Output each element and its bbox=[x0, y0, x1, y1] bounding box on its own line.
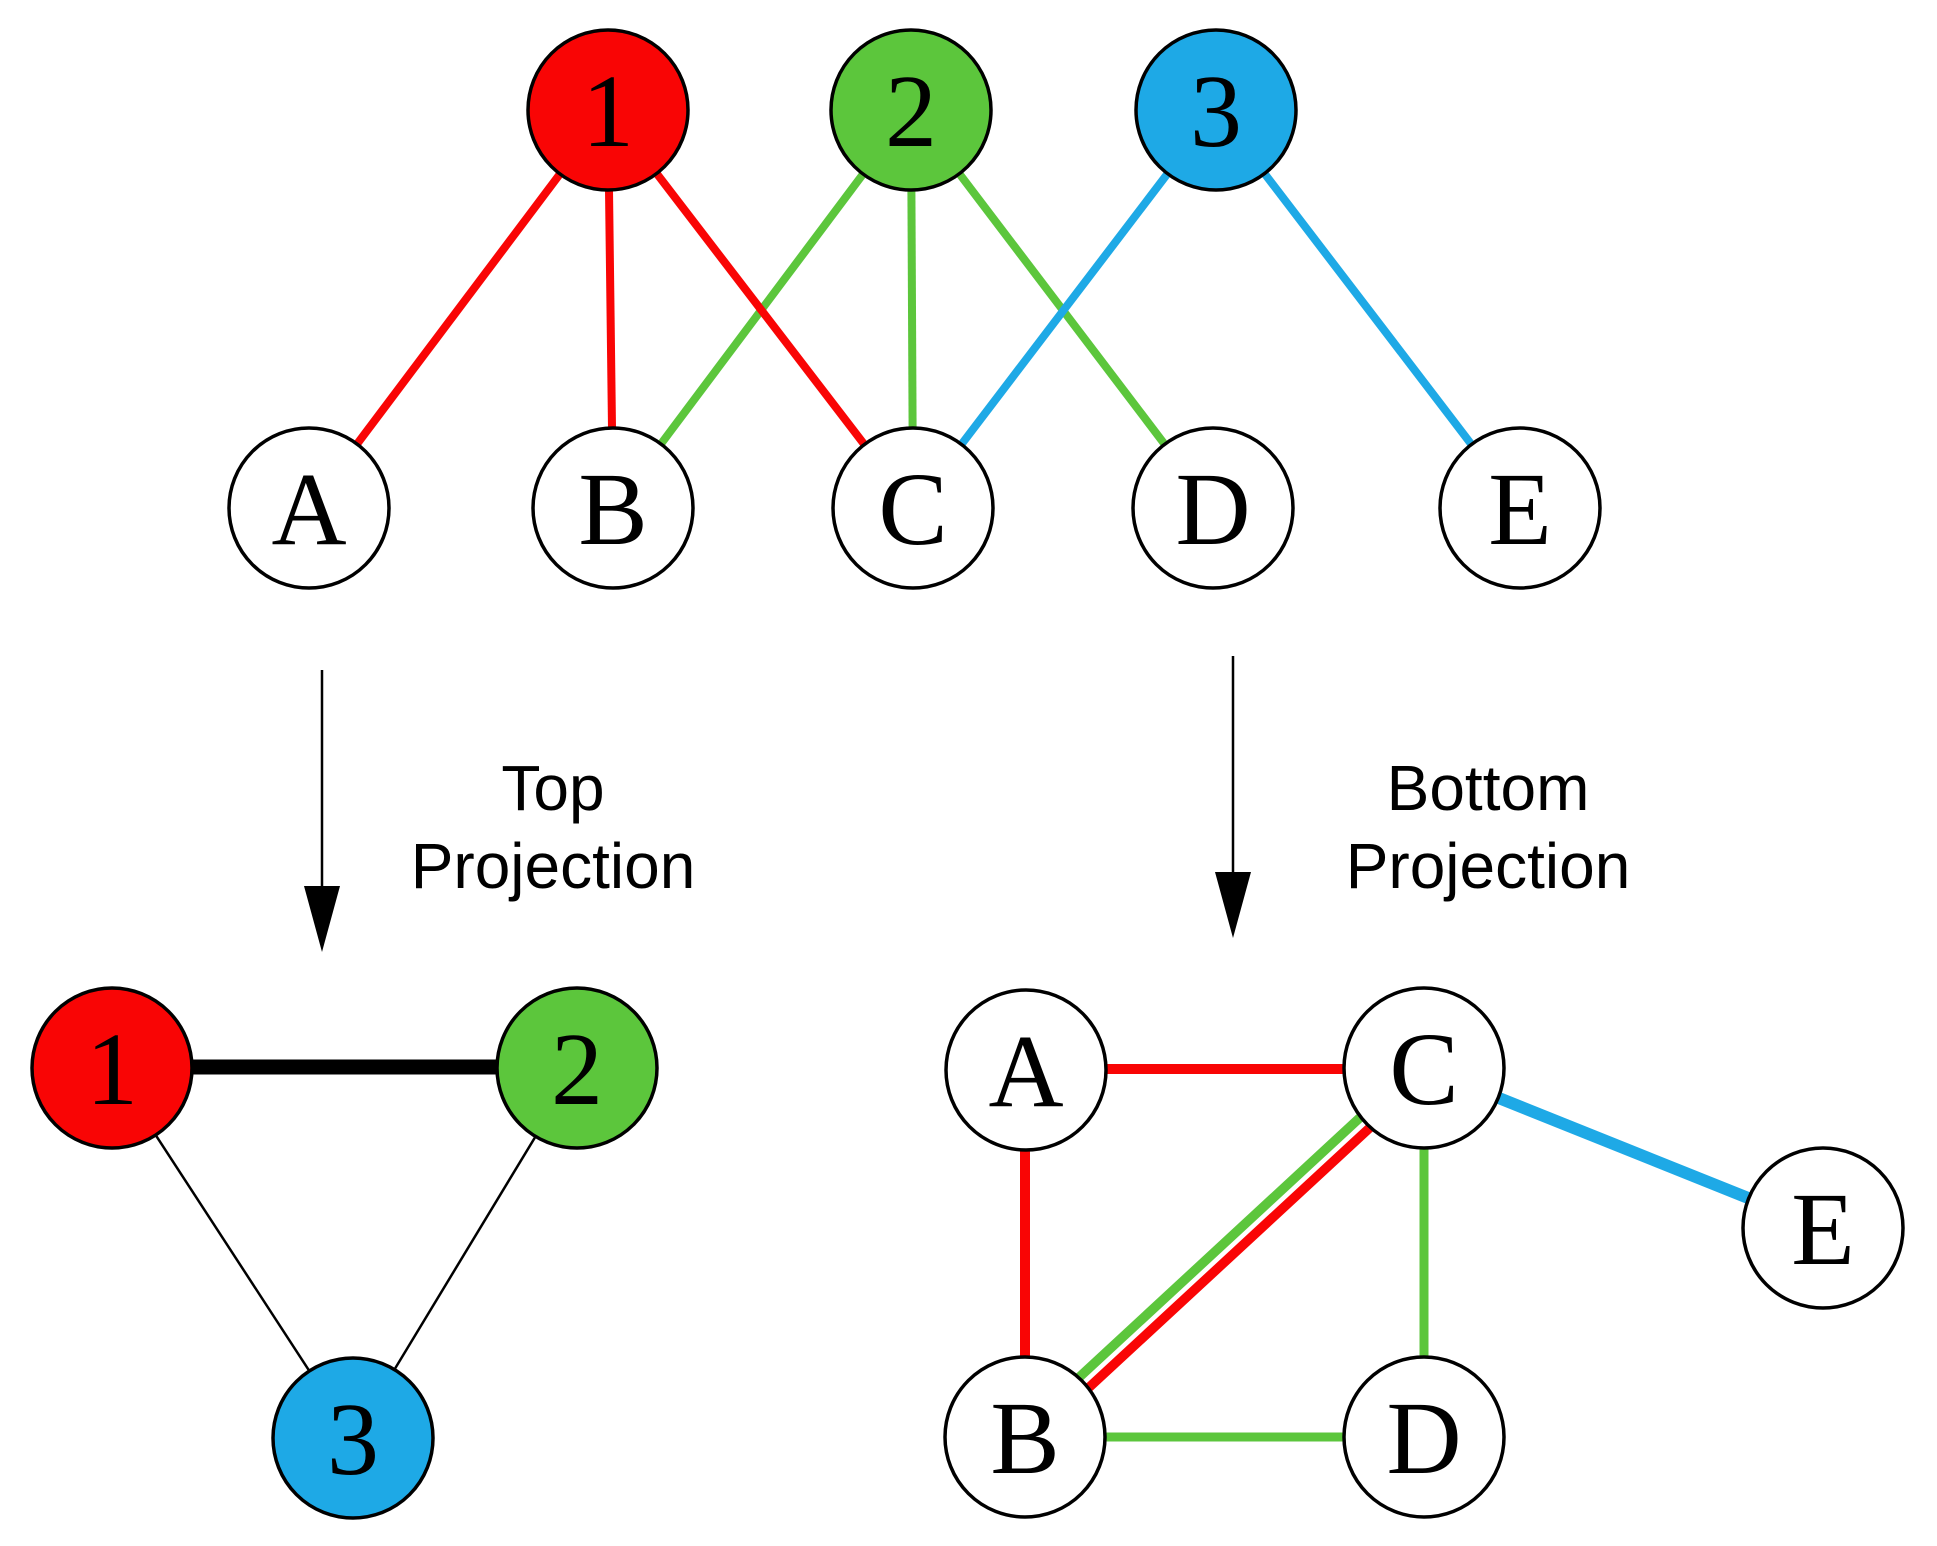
proj-node-B-label: B bbox=[990, 1381, 1059, 1496]
proj-node-1 bbox=[30, 986, 194, 1150]
node-A bbox=[227, 426, 391, 590]
node-E-label: E bbox=[1488, 452, 1552, 567]
arrow-head bbox=[1215, 872, 1251, 938]
proj-node-B bbox=[943, 1355, 1107, 1519]
node-B bbox=[531, 426, 695, 590]
edge-3-C bbox=[909, 107, 1220, 511]
node-D bbox=[1131, 426, 1295, 590]
caption-line-2: Projection bbox=[1346, 830, 1631, 902]
bottom-projection-arrow bbox=[1215, 656, 1251, 938]
proj-node-E bbox=[1741, 1146, 1905, 1310]
node-3 bbox=[1134, 28, 1298, 192]
node-A-label: A bbox=[271, 452, 346, 567]
proj-node-C-label: C bbox=[1389, 1012, 1458, 1127]
edge-B-C-green bbox=[1016, 1059, 1423, 1436]
bottom-projection-graph: A C E B D bbox=[943, 986, 1905, 1519]
proj-node-E-label: E bbox=[1791, 1172, 1855, 1287]
caption-line-1: Bottom bbox=[1387, 752, 1590, 824]
proj-node-2 bbox=[495, 986, 659, 1150]
node-E bbox=[1438, 426, 1602, 590]
arrow-head bbox=[304, 886, 340, 952]
proj-node-2-label: 2 bbox=[551, 1012, 603, 1127]
node-1 bbox=[526, 28, 690, 192]
edge-1-C bbox=[604, 107, 917, 511]
caption-line-2: Projection bbox=[411, 830, 696, 902]
caption-line-1: Top bbox=[501, 752, 604, 824]
edge-3-E bbox=[1212, 107, 1524, 511]
top-projection-arrow bbox=[304, 670, 340, 952]
node-3-label: 3 bbox=[1190, 54, 1242, 169]
proj-node-D bbox=[1342, 1355, 1506, 1519]
node-C bbox=[831, 426, 995, 590]
node-C-label: C bbox=[878, 452, 947, 567]
proj-node-D-label: D bbox=[1386, 1381, 1461, 1496]
bipartite-bottom-nodes: A B C D E bbox=[227, 426, 1602, 590]
edge-B-C-red bbox=[1026, 1069, 1433, 1446]
node-D-label: D bbox=[1175, 452, 1250, 567]
triangle-nodes: 1 2 3 bbox=[30, 986, 659, 1520]
proj-node-A bbox=[944, 988, 1108, 1152]
proj-node-A-label: A bbox=[988, 1014, 1063, 1129]
bipartite-top-nodes: 1 2 3 bbox=[526, 28, 1298, 192]
node-B-label: B bbox=[578, 452, 647, 567]
proj-node-C bbox=[1342, 986, 1506, 1150]
top-projection-caption: Top Projection bbox=[411, 752, 696, 902]
proj-node-1-label: 1 bbox=[86, 1012, 138, 1127]
bottom-projection-caption: Bottom Projection bbox=[1346, 752, 1631, 902]
edge-1-A bbox=[305, 107, 612, 511]
bipartite-graph: 1 2 3 A B C D E bbox=[227, 28, 1602, 590]
node-1-label: 1 bbox=[582, 54, 634, 169]
node-2-label: 2 bbox=[885, 54, 937, 169]
proj-node-3-label: 3 bbox=[327, 1382, 379, 1497]
proj-node-3 bbox=[271, 1356, 435, 1520]
bottom-proj-nodes: A C E B D bbox=[943, 986, 1905, 1519]
top-projection-graph: 1 2 3 bbox=[30, 986, 659, 1520]
node-2 bbox=[829, 28, 993, 192]
